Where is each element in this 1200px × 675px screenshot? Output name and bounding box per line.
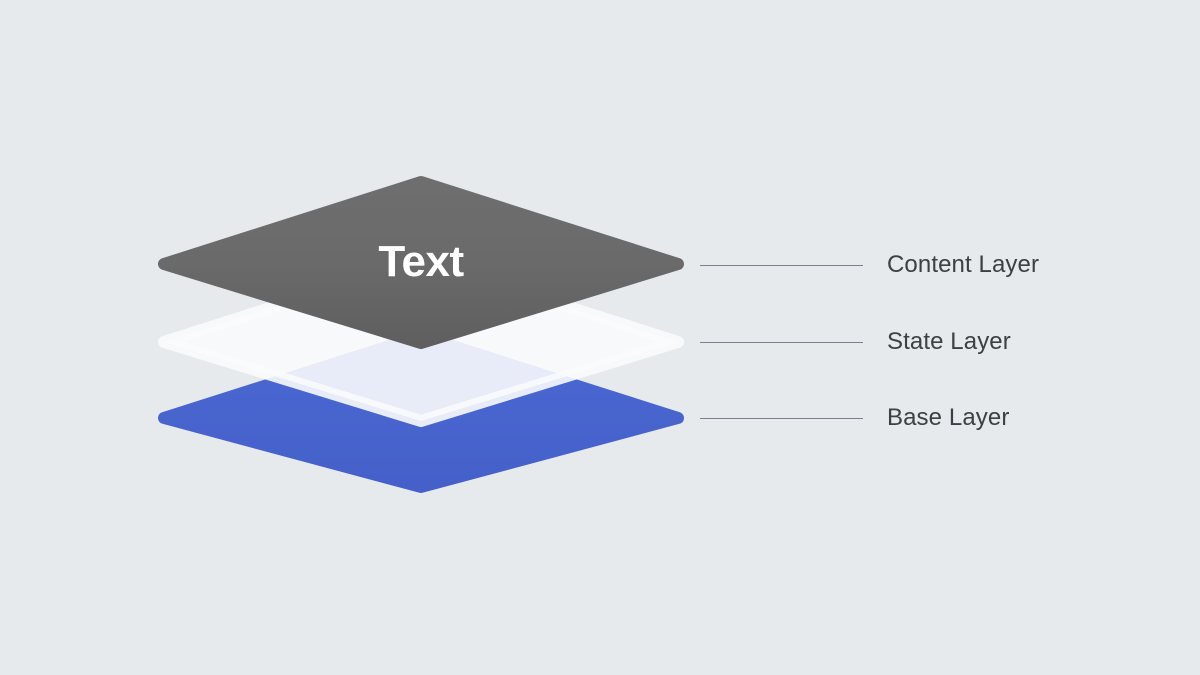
caption-state-layer: State Layer [700,327,1011,357]
content-layer-sheet [158,176,684,349]
caption-content-layer: Content Layer [700,250,1039,280]
leader-line-content-layer [700,264,863,266]
label-base-layer: Base Layer [887,404,1010,431]
label-state-layer: State Layer [887,328,1011,355]
label-content-layer: Content Layer [887,251,1040,278]
leader-line-base-layer [700,417,863,419]
leader-line-state-layer [700,341,863,343]
caption-base-layer: Base Layer [700,403,1009,433]
